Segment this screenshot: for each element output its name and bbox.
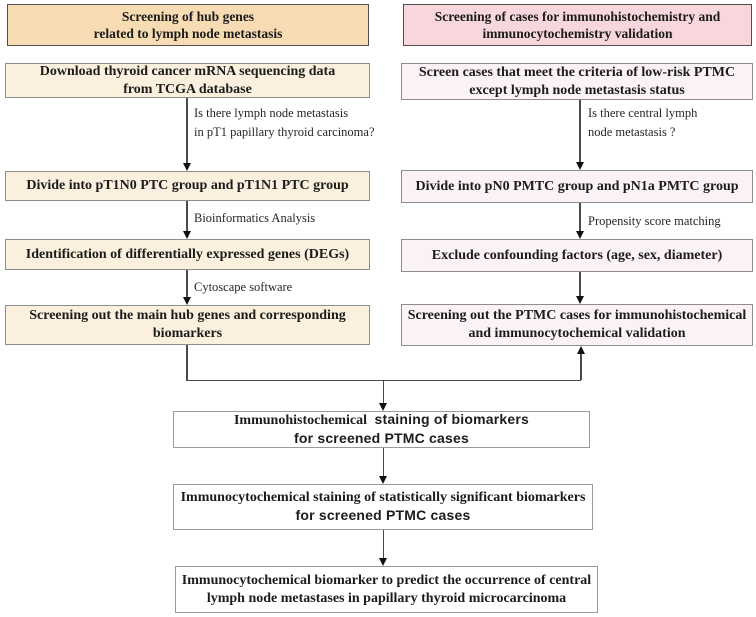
box-ptmc-validation-cases-line1: Screening out the PTMC cases for immunoh… — [407, 308, 747, 324]
box-icc-predict: Immunocytochemical biomarker to predict … — [175, 566, 598, 613]
box-download-tcga: Download thyroid cancer mRNA sequencing … — [5, 63, 370, 98]
connector-right-2 — [579, 203, 581, 231]
connector-icc-to-predict — [382, 530, 385, 558]
box-hub-genes-biomarkers-line2: biomarkers — [152, 326, 223, 341]
arrowhead-icc-to-predict — [379, 558, 387, 566]
box-icc-predict-line1: Immunocytochemical biomarker to predict … — [181, 572, 592, 588]
box-exclude-confounders: Exclude confounding factors (age, sex, d… — [401, 239, 753, 272]
box-icc-staining-line2: for screened PTMC cases — [295, 507, 471, 523]
box-screen-low-risk-ptmc-line2: except lymph node metastasis status — [469, 82, 685, 98]
arrowhead-right-3 — [575, 296, 584, 304]
box-icc-staining-line1: Immunocytochemical staining of statistic… — [180, 490, 586, 506]
label-question-lymph-node-line2: in pT1 papillary thyroid carcinoma? — [194, 125, 375, 139]
connector-left-2 — [186, 201, 188, 231]
box-divide-pn0-pn1a-text: Divide into pN0 PMTC group and pN1a PMTC… — [415, 178, 739, 194]
connector-merge-right-up — [580, 353, 582, 380]
box-ihc-staining: Immunohistochemical staining of biomarke… — [173, 411, 590, 448]
label-question-lymph-node-line1: Is there lymph node metastasis — [194, 106, 349, 120]
box-divide-pn0-pn1a: Divide into pN0 PMTC group and pN1a PMTC… — [401, 170, 753, 203]
box-screen-low-risk-ptmc: Screen cases that meet the criteria of l… — [401, 63, 753, 100]
right-header-line2: immunocytochemistry validation — [482, 26, 673, 41]
arrowhead-left-2 — [182, 231, 191, 239]
label-question-central-lymph-line2: node metastasis ? — [588, 125, 676, 139]
box-identify-degs-text: Identification of differentially express… — [25, 246, 350, 262]
box-divide-pt1n0-pt1n1: Divide into pT1N0 PTC group and pT1N1 PT… — [5, 171, 370, 201]
box-hub-genes-biomarkers: Screening out the main hub genes and cor… — [5, 305, 370, 345]
box-ihc-staining-line1-serif: Immunohistochemical — [233, 413, 367, 429]
label-question-central-lymph: Is there central lymph node metastasis ? — [588, 104, 697, 142]
connector-left-3 — [186, 270, 188, 297]
box-ptmc-validation-cases: Screening out the PTMC cases for immunoh… — [401, 304, 753, 346]
box-divide-pt1n0-pt1n1-text: Divide into pT1N0 PTC group and pT1N1 PT… — [26, 178, 349, 194]
arrowhead-down-to-ihc — [379, 403, 387, 411]
label-question-lymph-node: Is there lymph node metastasis in pT1 pa… — [194, 104, 375, 142]
connector-left-1 — [186, 98, 188, 163]
label-question-central-lymph-line1: Is there central lymph — [588, 106, 698, 120]
label-propensity-matching-text: Propensity score matching — [588, 214, 721, 228]
arrowhead-left-1 — [182, 163, 191, 171]
arrowhead-ihc-to-icc — [379, 476, 387, 484]
box-hub-genes-biomarkers-line1: Screening out the main hub genes and cor… — [29, 308, 346, 324]
connector-right-3 — [579, 272, 581, 296]
arrowhead-right-2 — [575, 231, 584, 239]
label-bioinformatics-analysis-text: Bioinformatics Analysis — [194, 211, 316, 225]
arrowhead-up-to-validation — [576, 346, 585, 354]
connector-right-1 — [579, 100, 581, 162]
box-ihc-staining-line1: Immunohistochemical staining of biomarke… — [234, 411, 529, 430]
box-exclude-confounders-text: Exclude confounding factors (age, sex, d… — [431, 247, 723, 263]
connector-merge-center-down — [382, 380, 385, 403]
right-header-case-screening: Screening of cases for immunohistochemis… — [403, 4, 752, 46]
label-propensity-matching: Propensity score matching — [588, 212, 721, 231]
left-header-line1: Screening of hub genes — [121, 8, 255, 24]
connector-merge-left-down — [186, 345, 188, 381]
right-header-line1: Screening of cases for immunohistochemis… — [434, 8, 721, 24]
left-header-hub-genes: Screening of hub genes related to lymph … — [7, 4, 369, 46]
connector-ihc-to-icc — [382, 448, 385, 476]
box-icc-staining: Immunocytochemical staining of statistic… — [173, 484, 593, 530]
label-cytoscape-software: Cytoscape software — [194, 278, 292, 297]
box-download-tcga-line2: from TCGA database — [123, 81, 252, 97]
box-ptmc-validation-cases-line2: and immunocytochemical validation — [468, 326, 686, 341]
label-bioinformatics-analysis: Bioinformatics Analysis — [194, 209, 315, 228]
left-header-line2: related to lymph node metastasis — [93, 26, 283, 41]
box-ihc-staining-line2: for screened PTMC cases — [293, 430, 469, 446]
box-screen-low-risk-ptmc-line1: Screen cases that meet the criteria of l… — [418, 64, 736, 80]
arrowhead-left-3 — [182, 297, 191, 305]
box-identify-degs: Identification of differentially express… — [5, 239, 370, 270]
label-cytoscape-software-text: Cytoscape software — [194, 280, 293, 294]
box-download-tcga-line1: Download thyroid cancer mRNA sequencing … — [39, 63, 336, 79]
box-icc-predict-line2: lymph node metastases in papillary thyro… — [206, 590, 567, 606]
box-ihc-staining-line1-sans: staining of biomarkers — [374, 411, 530, 428]
arrowhead-right-1 — [575, 162, 584, 170]
